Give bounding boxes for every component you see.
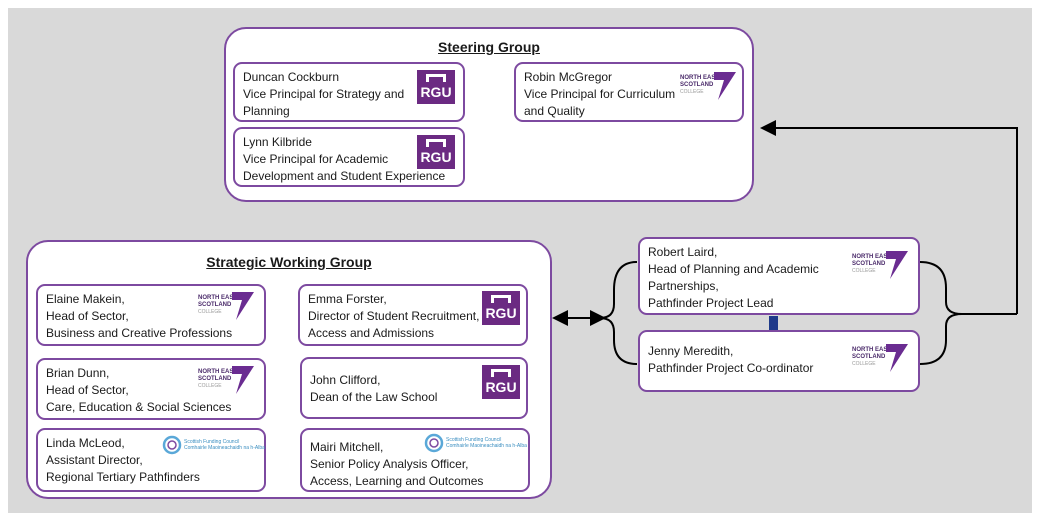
member-role: Head of Sector, bbox=[46, 383, 129, 397]
strategic-working-group-title: Strategic Working Group bbox=[206, 254, 372, 270]
member-role: Head of Planning and Academic bbox=[648, 262, 819, 276]
member-role: Vice Principal for Academic bbox=[243, 152, 389, 166]
member-name: Linda McLeod, bbox=[46, 436, 125, 450]
member-role: Development and Student Experience bbox=[243, 169, 446, 183]
member-role: Senior Policy Analysis Officer, bbox=[310, 457, 469, 471]
member-name: Robin McGregor bbox=[524, 70, 613, 84]
lead-link-bar bbox=[769, 316, 778, 330]
member-role: Access, Learning and Outcomes bbox=[310, 474, 484, 488]
brace-left-top bbox=[599, 261, 638, 319]
member-card-lynn-kilbride: Lynn Kilbride Vice Principal for Academi… bbox=[233, 127, 465, 187]
member-role: Business and Creative Professions bbox=[46, 326, 233, 340]
connector-to-steering bbox=[760, 120, 1018, 314]
rgu-logo: RGU bbox=[482, 365, 520, 399]
member-role: Director of Student Recruitment, bbox=[308, 309, 480, 323]
member-name: Mairi Mitchell, bbox=[310, 440, 384, 454]
member-role: Access and Admissions bbox=[308, 326, 435, 340]
rgu-logo: RGU bbox=[482, 291, 520, 325]
member-card-elaine-makein: Elaine Makein, Head of Sector, Business … bbox=[36, 284, 266, 346]
member-role: Dean of the Law School bbox=[310, 390, 438, 404]
member-role: and Quality bbox=[524, 104, 585, 118]
member-role: Pathfinder Project Co-ordinator bbox=[648, 361, 814, 375]
member-role: Assistant Director, bbox=[46, 453, 143, 467]
brace-right-top bbox=[919, 261, 980, 315]
member-role: Planning bbox=[243, 104, 290, 118]
rgu-logo: RGU bbox=[417, 135, 455, 169]
lead-card-robert-laird: Robert Laird, Head of Planning and Acade… bbox=[638, 237, 920, 315]
member-role: Regional Tertiary Pathfinders bbox=[46, 470, 200, 484]
member-name: Elaine Makein, bbox=[46, 292, 125, 306]
member-card-emma-forster: Emma Forster, Director of Student Recrui… bbox=[298, 284, 528, 346]
member-role: Partnerships, bbox=[648, 279, 719, 293]
member-name: Duncan Cockburn bbox=[243, 70, 340, 84]
member-card-mairi-mitchell: Mairi Mitchell, Senior Policy Analysis O… bbox=[300, 428, 530, 492]
lead-card-jenny-meredith: Jenny Meredith, Pathfinder Project Co-or… bbox=[638, 330, 920, 392]
member-role: Vice Principal for Strategy and bbox=[243, 87, 405, 101]
member-name: John Clifford, bbox=[310, 373, 381, 387]
brace-left-bottom bbox=[599, 317, 638, 365]
member-card-robin-mcgregor: Robin McGregor Vice Principal for Curric… bbox=[514, 62, 744, 122]
rgu-logo: RGU bbox=[417, 70, 455, 104]
member-role: Pathfinder Project Lead bbox=[648, 296, 774, 310]
member-card-john-clifford: John Clifford, Dean of the Law School RG… bbox=[300, 357, 528, 419]
member-role: Vice Principal for Curriculum bbox=[524, 87, 676, 101]
member-role: Head of Sector, bbox=[46, 309, 129, 323]
member-name: Robert Laird, bbox=[648, 245, 718, 259]
member-role: Care, Education & Social Sciences bbox=[46, 400, 232, 414]
member-card-brian-dunn: Brian Dunn, Head of Sector, Care, Educat… bbox=[36, 358, 266, 420]
member-name: Brian Dunn, bbox=[46, 366, 110, 380]
member-name: Lynn Kilbride bbox=[243, 135, 312, 149]
brace-right-bottom bbox=[919, 313, 963, 365]
member-card-duncan-cockburn: Duncan Cockburn Vice Principal for Strat… bbox=[233, 62, 465, 122]
member-name: Jenny Meredith, bbox=[648, 344, 734, 358]
member-card-linda-mcleod: Linda McLeod, Assistant Director, Region… bbox=[36, 428, 266, 492]
member-name: Emma Forster, bbox=[308, 292, 387, 306]
steering-group-title: Steering Group bbox=[438, 39, 540, 55]
